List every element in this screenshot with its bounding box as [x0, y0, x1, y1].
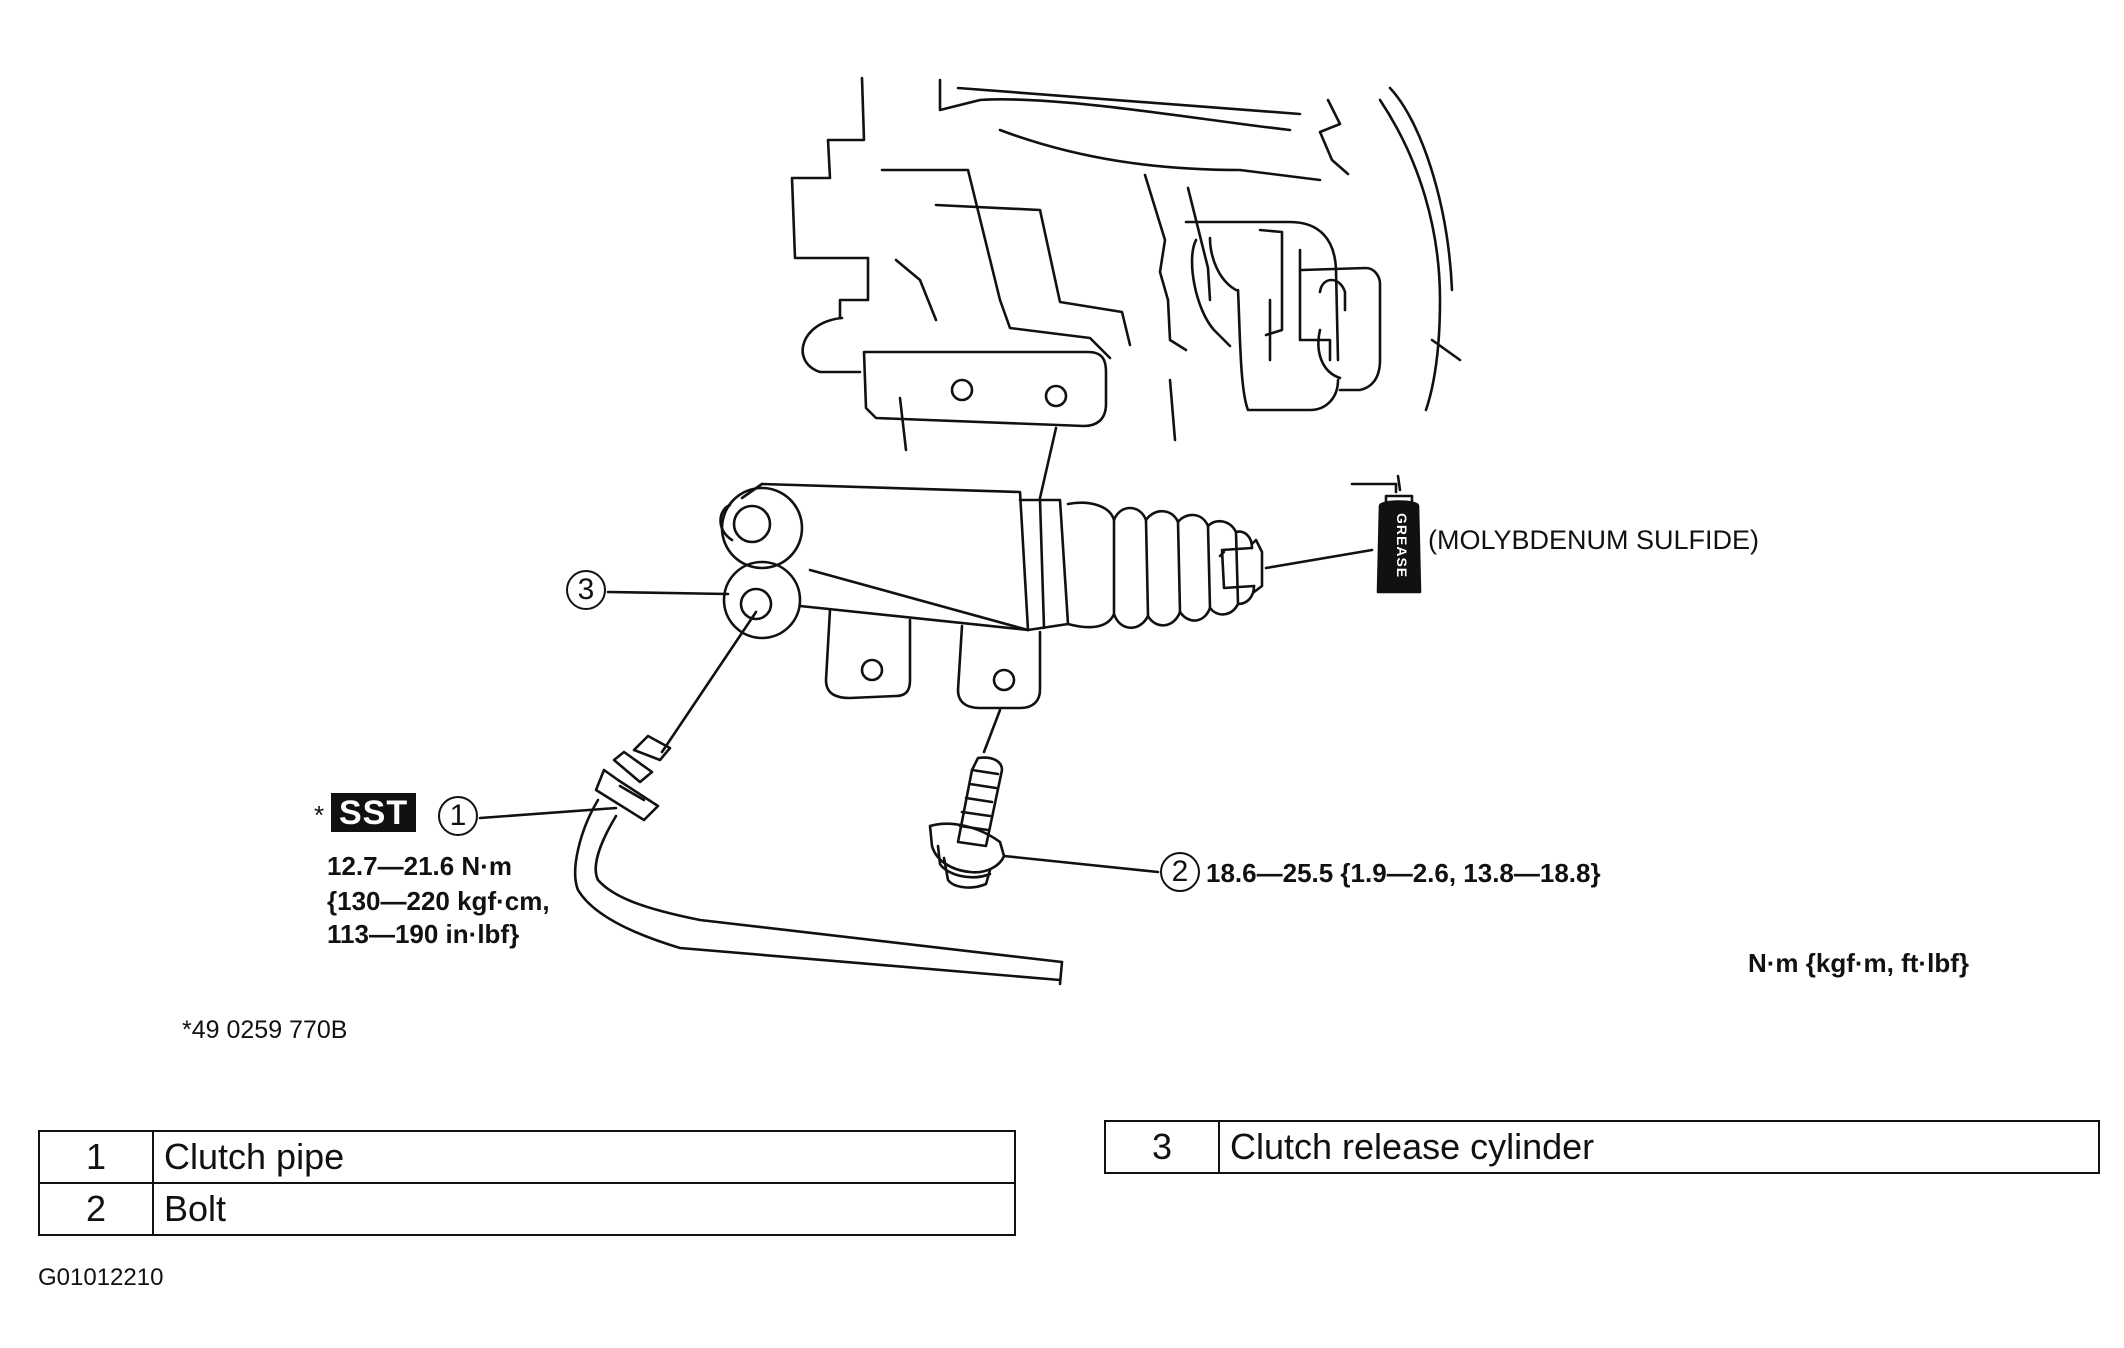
- clutch-pipe-torque-line-3: 113—190 in·lbf}: [327, 919, 520, 949]
- callout-2-leader: [1002, 854, 1160, 874]
- clutch-pipe-torque-line-1: 12.7—21.6 N·m: [327, 851, 512, 881]
- callout-3: 3: [566, 570, 606, 610]
- legend-part-name: Bolt: [152, 1182, 1016, 1236]
- sst-badge: SST: [331, 793, 417, 832]
- parts-legend-left: 1 Clutch pipe 2 Bolt: [38, 1130, 1016, 1236]
- legend-part-name: Clutch release cylinder: [1218, 1120, 2100, 1174]
- legend-number: 3: [1104, 1120, 1220, 1174]
- mounting-bracket: [862, 350, 1108, 500]
- transmission-housing: [790, 76, 1462, 452]
- grease-can-label: GREASE: [1394, 513, 1410, 579]
- figure-code: G01012210: [38, 1264, 164, 1291]
- legend-row: 1 Clutch pipe: [38, 1130, 1016, 1184]
- legend-number: 2: [38, 1182, 154, 1236]
- legend-row: 3 Clutch release cylinder: [1104, 1120, 2100, 1174]
- grease-can-icon: [1350, 474, 1422, 594]
- callout-1-leader: [478, 806, 618, 820]
- bolt-torque: 18.6—25.5 {1.9—2.6, 13.8—18.8}: [1206, 858, 1601, 888]
- callout-2: 2: [1160, 852, 1200, 892]
- parts-legend-right: 3 Clutch release cylinder: [1104, 1120, 2100, 1174]
- grease-note: (MOLYBDENUM SULFIDE): [1428, 525, 1760, 555]
- legend-number: 1: [38, 1130, 154, 1184]
- sst-footnote: *49 0259 770B: [182, 1016, 348, 1044]
- callout-1: 1: [438, 796, 478, 836]
- legend-part-name: Clutch pipe: [152, 1130, 1016, 1184]
- legend-row: 2 Bolt: [38, 1182, 1016, 1236]
- bolt: [928, 708, 1006, 889]
- release-cylinder: [719, 482, 1374, 710]
- callout-3-leader: [606, 590, 730, 596]
- sst-asterisk: *: [314, 800, 325, 830]
- clutch-pipe-torque-line-2: {130—220 kgf·cm,: [327, 886, 550, 916]
- unit-note: N·m {kgf·m, ft·lbf}: [1748, 948, 1969, 978]
- clutch-pipe: [573, 610, 1064, 986]
